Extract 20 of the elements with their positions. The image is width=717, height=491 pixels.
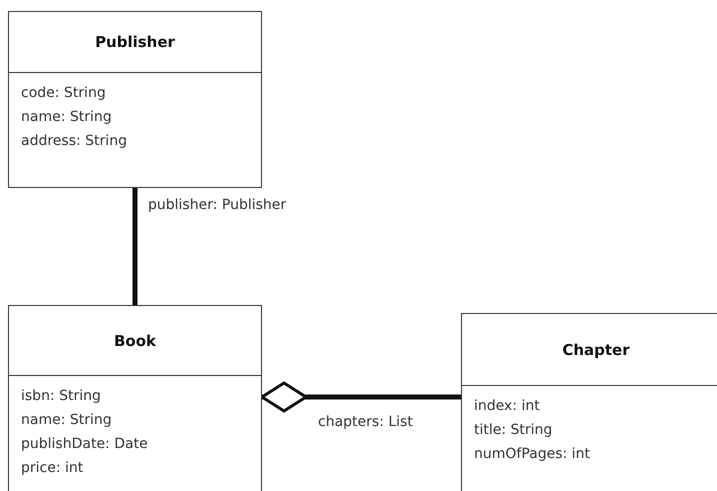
class-name: Chapter xyxy=(562,340,630,358)
class-box xyxy=(8,11,262,188)
aggregation-line xyxy=(260,382,461,412)
edge-label: chapters: List xyxy=(318,414,413,430)
class-box xyxy=(8,305,262,491)
class-box xyxy=(461,313,717,491)
edge-label: publisher: Publisher xyxy=(148,197,286,213)
attribute-text: name: String xyxy=(21,108,113,127)
attribute-text: price: int xyxy=(21,459,84,478)
class-name: Book xyxy=(114,332,156,350)
attribute-text: index: int xyxy=(474,397,541,416)
association-line xyxy=(132,188,138,305)
attribute-text: isbn: String xyxy=(21,387,102,406)
attribute-text: code: String xyxy=(21,84,107,103)
class-name: Publisher xyxy=(95,33,175,51)
attribute-text: address: String xyxy=(21,132,128,151)
attribute-text: name: String xyxy=(21,411,113,430)
attribute-text: publishDate: Date xyxy=(21,435,149,454)
attribute-text: numOfPages: int xyxy=(474,445,591,464)
attribute-text: title: String xyxy=(474,421,554,440)
